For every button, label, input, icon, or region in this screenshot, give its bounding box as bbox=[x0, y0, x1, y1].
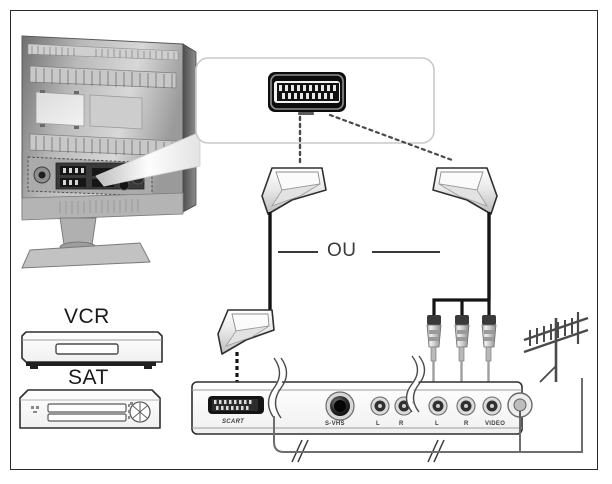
video-port-label: VIDEO bbox=[485, 421, 506, 427]
sat-device bbox=[19, 389, 161, 429]
scart-plug-bottom-left bbox=[217, 309, 275, 390]
scart-port-label: SCART bbox=[222, 419, 245, 425]
roof-antenna-icon bbox=[523, 312, 589, 383]
panel-antenna-socket bbox=[507, 392, 533, 418]
panel-scart-socket bbox=[208, 396, 264, 414]
panel-jack-r2 bbox=[456, 396, 476, 416]
scart-connector-detail bbox=[268, 72, 346, 115]
audio-r2-port-label: R bbox=[464, 421, 469, 427]
audio-l1-port-label: L bbox=[376, 421, 380, 427]
scart-plug-top-left bbox=[261, 167, 327, 312]
device-rear-panel bbox=[191, 381, 533, 435]
vcr-device bbox=[21, 331, 163, 369]
or-separator-label: OU bbox=[327, 240, 357, 261]
magnifier-cone bbox=[95, 131, 201, 187]
cable-break-marks bbox=[268, 356, 422, 418]
audio-r1-port-label: R bbox=[399, 421, 404, 427]
rca-plug-video bbox=[481, 315, 497, 392]
vcr-cassette-slot bbox=[55, 343, 119, 355]
panel-jack-l1 bbox=[370, 396, 390, 416]
panel-svhs-jack bbox=[325, 391, 355, 421]
svhs-port-label: S-VHS bbox=[325, 421, 345, 427]
sat-label: SAT bbox=[68, 366, 109, 389]
rca-plug-group bbox=[426, 298, 497, 392]
panel-jack-video bbox=[482, 396, 502, 416]
panel-jack-l2 bbox=[428, 396, 448, 416]
rca-plug-l bbox=[426, 315, 442, 392]
leader-line-right bbox=[328, 113, 454, 162]
coax-cable bbox=[519, 378, 583, 453]
audio-l2-port-label: L bbox=[435, 421, 439, 427]
vcr-label: VCR bbox=[64, 305, 110, 328]
scart-plug-top-right bbox=[432, 167, 498, 300]
rca-plug-r bbox=[454, 315, 470, 392]
coax-cable-left-turn bbox=[273, 416, 285, 453]
